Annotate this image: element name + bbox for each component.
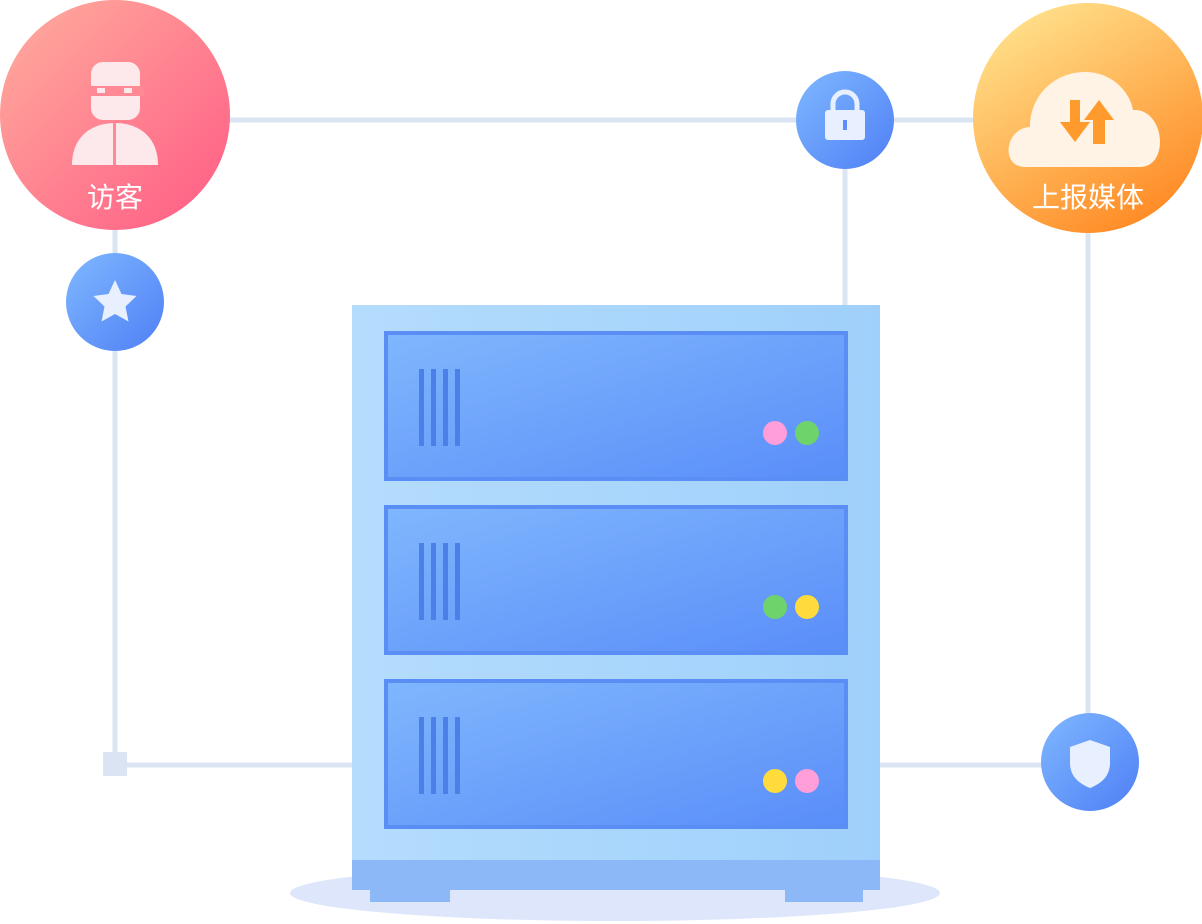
lock-icon: [825, 89, 865, 140]
star-node: [66, 253, 164, 351]
status-led: [763, 769, 787, 793]
star-icon: [93, 280, 137, 322]
status-led: [763, 421, 787, 445]
cloud-upload-download-icon: [1008, 72, 1160, 167]
status-led: [795, 769, 819, 793]
lock-node: [796, 71, 894, 169]
media-node: [973, 3, 1202, 233]
server-bay: [384, 505, 848, 655]
visitor-label: 访客: [86, 181, 143, 214]
vent-icon: [419, 717, 460, 794]
vent-icon: [419, 543, 460, 620]
server-bay: [384, 331, 848, 481]
status-led: [795, 595, 819, 619]
server-bay: [384, 679, 848, 829]
server-rack: [352, 305, 880, 902]
media-label: 上报媒体: [1031, 181, 1144, 214]
status-led: [795, 421, 819, 445]
shield-node: [1041, 713, 1139, 811]
visitor-node: [0, 0, 230, 230]
vent-icon: [419, 369, 460, 446]
junction-square: [103, 752, 127, 776]
status-led: [763, 595, 787, 619]
shield-icon: [1070, 740, 1110, 788]
visitor-icon: [72, 62, 158, 165]
